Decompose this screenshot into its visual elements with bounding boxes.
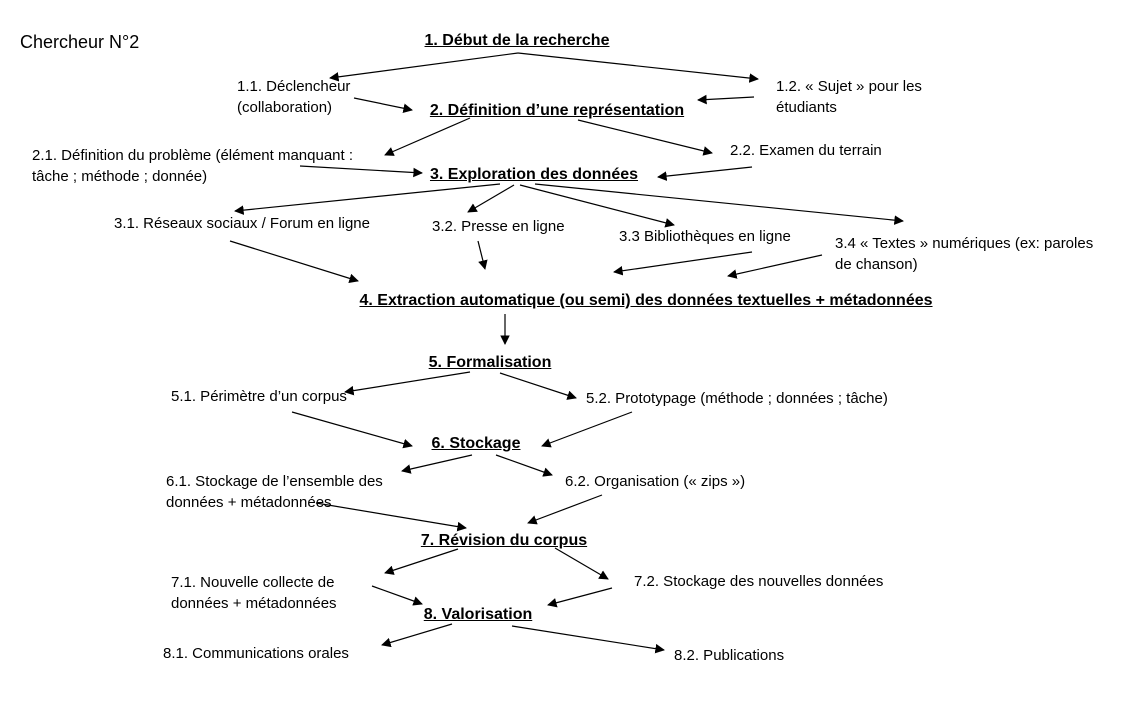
substep-1-2-line-2: étudiants: [776, 99, 837, 116]
step-5-heading: 5. Formalisation: [428, 354, 552, 371]
flow-arrow-2: [517, 52, 759, 83]
flow-arrow-21: [541, 411, 633, 448]
flow-arrow-22: [401, 454, 473, 474]
flow-arrow-19: [499, 372, 577, 400]
flow-arrow-25: [527, 494, 603, 525]
flow-arrow-6: [577, 119, 713, 156]
substep-2-2: 2.2. Examen du terrain: [730, 142, 882, 159]
substep-1-2: 1.2. « Sujet » pour les étudiants: [776, 76, 922, 118]
flow-arrow-26: [384, 548, 459, 575]
flow-arrow-11: [519, 184, 675, 228]
flow-arrow-1: [329, 52, 519, 82]
substep-7-1-line-2: données + métadonnées: [171, 595, 337, 612]
flow-arrow-7: [299, 165, 423, 178]
flow-arrow-23: [495, 454, 553, 477]
substep-1-1-line-2: (collaboration): [237, 99, 333, 116]
substep-3-4-line-1: 3.4 « Textes » numériques (ex: paroles: [835, 235, 1094, 252]
flow-arrow-14: [477, 240, 488, 270]
flow-arrow-18: [344, 371, 471, 396]
substep-6-2: 6.2. Organisation (« zips »): [565, 473, 746, 490]
substep-6-1-line-2: données + métadonnées: [166, 494, 332, 511]
substep-5-1: 5.1. Périmètre d’un corpus: [171, 388, 347, 405]
flow-arrow-24: [315, 502, 467, 532]
flow-arrow-12: [534, 183, 904, 225]
flow-arrow-8: [657, 166, 753, 181]
flow-arrow-27: [554, 547, 609, 580]
substep-6-1-line-1: 6.1. Stockage de l’ensemble des: [166, 473, 383, 490]
flow-arrow-16: [727, 254, 823, 279]
flow-arrow-31: [511, 625, 665, 654]
substep-1-1: 1.1. Déclencheur (collaboration): [237, 76, 350, 118]
flow-arrow-5: [384, 117, 471, 156]
substep-1-1-line-1: 1.1. Déclencheur: [237, 78, 351, 95]
substep-3-1: 3.1. Réseaux sociaux / Forum en ligne: [114, 215, 370, 232]
flow-arrow-4: [697, 94, 755, 105]
step-4-heading: 4. Extraction automatique (ou semi) des …: [359, 292, 933, 309]
flow-arrow-28: [371, 585, 423, 606]
substep-3-4: 3.4 « Textes » numériques (ex: paroles d…: [835, 233, 1093, 275]
flow-arrow-15: [613, 251, 753, 276]
flow-arrow-30: [381, 623, 453, 648]
substep-1-2-line-1: 1.2. « Sujet » pour les: [776, 78, 922, 95]
step-2-heading: 2. Définition d’une représentation: [429, 102, 685, 119]
step-7-heading: 7. Révision du corpus: [420, 532, 588, 549]
substep-3-4-line-2: de chanson): [835, 256, 918, 273]
substep-5-2: 5.2. Prototypage (méthode ; données ; tâ…: [586, 390, 888, 407]
substep-2-1: 2.1. Définition du problème (élément man…: [32, 145, 353, 187]
substep-3-2: 3.2. Presse en ligne: [432, 218, 565, 235]
substep-2-1-line-2: tâche ; méthode ; donnée): [32, 168, 208, 185]
substep-2-1-line-1: 2.1. Définition du problème (élément man…: [32, 147, 354, 164]
flow-arrow-9: [234, 183, 501, 215]
flow-arrow-20: [291, 411, 413, 449]
step-1-heading: 1. Début de la recherche: [424, 32, 610, 49]
substep-3-3: 3.3 Bibliothèques en ligne: [619, 228, 791, 245]
diagram-title: Chercheur N°2: [20, 32, 140, 52]
substep-7-1: 7.1. Nouvelle collecte de données + méta…: [171, 572, 337, 614]
flow-arrow-29: [547, 587, 613, 608]
substep-7-2: 7.2. Stockage des nouvelles données: [634, 573, 884, 590]
substep-7-1-line-1: 7.1. Nouvelle collecte de: [171, 574, 335, 591]
substep-8-2: 8.2. Publications: [674, 647, 785, 664]
flow-arrow-10: [467, 184, 515, 213]
step-6-heading: 6. Stockage: [431, 435, 521, 452]
substep-8-1: 8.1. Communications orales: [163, 645, 349, 662]
flow-arrow-3: [353, 97, 413, 113]
step-3-heading: 3. Exploration des données: [429, 166, 639, 183]
step-8-heading: 8. Valorisation: [423, 606, 533, 623]
flow-arrow-13: [229, 240, 359, 284]
substep-6-1: 6.1. Stockage de l’ensemble des données …: [166, 471, 383, 513]
